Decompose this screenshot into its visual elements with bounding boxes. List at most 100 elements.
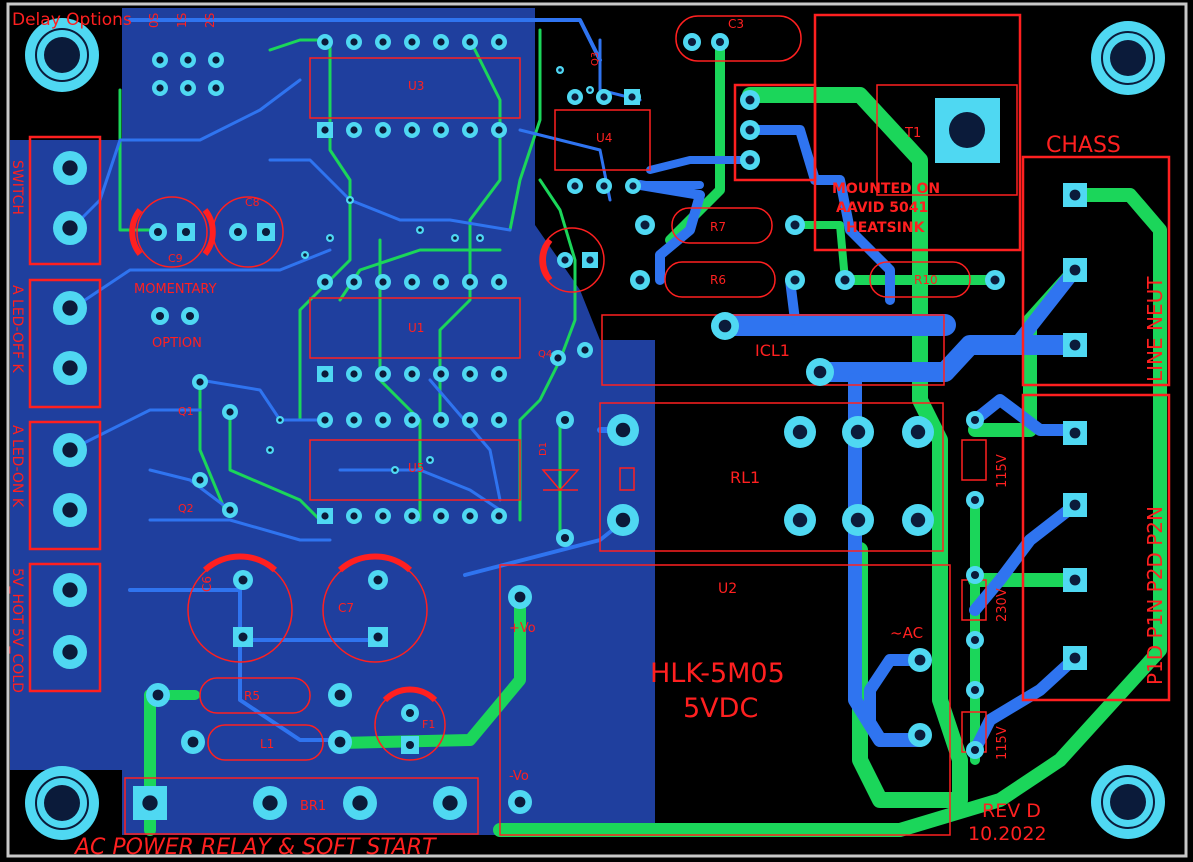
u3-pad bbox=[375, 34, 391, 50]
component-pads bbox=[53, 33, 1087, 820]
q1-pad bbox=[192, 374, 208, 390]
option-pad bbox=[181, 307, 199, 325]
label-t1: T1 bbox=[904, 126, 921, 141]
u5-pad bbox=[433, 508, 449, 524]
c7-pad bbox=[368, 570, 388, 590]
rl1-pad bbox=[784, 504, 816, 536]
u1-pad bbox=[317, 274, 333, 290]
via bbox=[346, 196, 354, 204]
label-u2: U2 bbox=[718, 581, 737, 597]
t1-pin bbox=[740, 120, 760, 140]
mounting-holes bbox=[25, 18, 1165, 840]
label-mounted-1: MOUNTED ON bbox=[832, 181, 940, 197]
u2-pad bbox=[508, 585, 532, 609]
label-momentary: MOMENTARY bbox=[134, 282, 217, 297]
u5-pad bbox=[433, 412, 449, 428]
label-r5: R5 bbox=[244, 689, 260, 703]
capacitor-polarity-arcs bbox=[129, 208, 553, 703]
jumper-pad bbox=[152, 52, 168, 68]
label-c3: C3 bbox=[728, 17, 744, 31]
u1-pad bbox=[462, 366, 478, 382]
u1-pad bbox=[375, 274, 391, 290]
terminal-pad bbox=[53, 351, 87, 385]
q2-pad bbox=[222, 502, 238, 518]
c9-pad bbox=[177, 223, 195, 241]
t1-pin bbox=[740, 150, 760, 170]
p-pad bbox=[1063, 493, 1087, 517]
label-icl1: ICL1 bbox=[755, 341, 790, 360]
label-u3: U3 bbox=[408, 79, 424, 93]
label-vo-neg: -Vo bbox=[509, 769, 529, 784]
mounting-hole-bottom-right bbox=[1091, 765, 1165, 839]
u3-pad bbox=[433, 122, 449, 138]
label-p-pins: P1D P1N P2D P2N bbox=[1143, 506, 1167, 685]
q4-pad bbox=[577, 342, 593, 358]
via bbox=[416, 226, 424, 234]
u3-pad bbox=[491, 34, 507, 50]
br1-pad bbox=[433, 786, 467, 820]
via bbox=[391, 466, 399, 474]
label-option: OPTION bbox=[152, 336, 202, 351]
via bbox=[276, 416, 284, 424]
rl1-pad bbox=[842, 416, 874, 448]
jumper-pad bbox=[152, 80, 168, 96]
u5-pad bbox=[346, 412, 362, 428]
label-mounted-3: HEATSINK bbox=[846, 220, 926, 236]
u5-pad bbox=[491, 412, 507, 428]
via bbox=[586, 86, 594, 94]
c6-pad bbox=[233, 627, 253, 647]
u1-pad bbox=[404, 274, 420, 290]
silkscreen-outlines bbox=[28, 13, 1171, 836]
label-mounted-2: AAVID 5041 bbox=[836, 200, 928, 216]
label-date: 10.2022 bbox=[968, 823, 1047, 845]
board-outline bbox=[6, 2, 1188, 858]
u5-pad bbox=[462, 508, 478, 524]
u5-pad bbox=[404, 412, 420, 428]
label-delay-0s: 0S bbox=[147, 13, 161, 28]
r5-pad bbox=[328, 683, 352, 707]
u5-pad bbox=[462, 412, 478, 428]
label-115v-a: 115V bbox=[995, 454, 1010, 488]
rl1-pad bbox=[607, 504, 639, 536]
q2-pad bbox=[192, 472, 208, 488]
terminal-pad bbox=[53, 291, 87, 325]
p-pad bbox=[1063, 646, 1087, 670]
label-delay-1s: 1S bbox=[175, 13, 189, 28]
u1-pad bbox=[491, 274, 507, 290]
via bbox=[266, 446, 274, 454]
rl1-pad bbox=[902, 504, 934, 536]
jumper-pad bbox=[180, 52, 196, 68]
d1-pad bbox=[556, 529, 574, 547]
label-f1: F1 bbox=[422, 718, 435, 731]
r7-pad bbox=[785, 215, 805, 235]
q1-pad bbox=[222, 404, 238, 420]
via bbox=[326, 234, 334, 242]
u5-pad bbox=[317, 412, 333, 428]
label-line-neut: LINE NEUT bbox=[1143, 276, 1167, 382]
rl1-pad bbox=[902, 416, 934, 448]
voltage-jumper-pad bbox=[966, 631, 984, 649]
rl1-pad bbox=[607, 414, 639, 446]
u5-pad bbox=[491, 508, 507, 524]
u3-pad bbox=[404, 34, 420, 50]
u1-pad bbox=[346, 274, 362, 290]
c6-pad bbox=[233, 570, 253, 590]
jumper-pad bbox=[180, 80, 196, 96]
voltage-jumper-pad bbox=[966, 681, 984, 699]
terminal-pad bbox=[53, 151, 87, 185]
f1-pad bbox=[401, 704, 419, 722]
u1-pad bbox=[462, 274, 478, 290]
label-board-title: AC POWER RELAY & SOFT START bbox=[73, 835, 437, 860]
u3-pad bbox=[462, 34, 478, 50]
label-q1: Q1 bbox=[178, 405, 194, 418]
label-c7: C7 bbox=[338, 601, 354, 615]
u3-pad bbox=[317, 34, 333, 50]
u1-pad bbox=[375, 366, 391, 382]
q4-pad bbox=[550, 350, 566, 366]
t1-mounting-pad bbox=[935, 98, 1000, 163]
u4-pad bbox=[596, 178, 612, 194]
u3-pad bbox=[491, 122, 507, 138]
u1-pad bbox=[433, 366, 449, 382]
label-delay-2s: 2S bbox=[203, 13, 217, 28]
label-ac: ~AC bbox=[890, 624, 923, 642]
